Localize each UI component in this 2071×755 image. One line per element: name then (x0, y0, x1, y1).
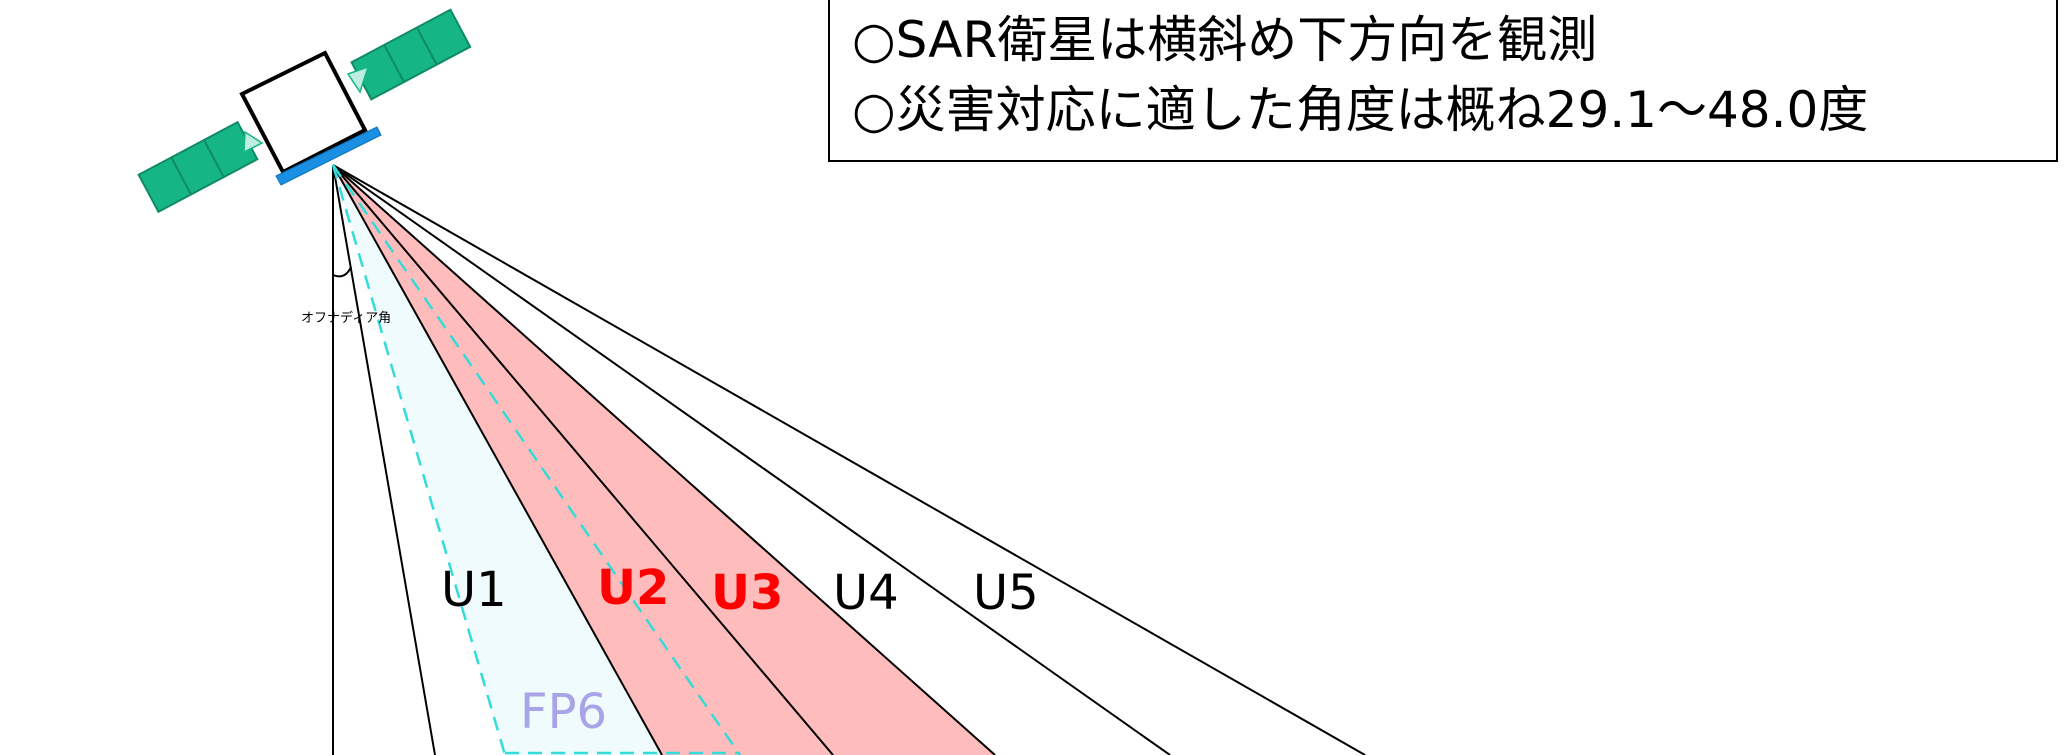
beam-boundaries (332, 164, 1366, 755)
beam-label-u4: U4 (833, 565, 899, 621)
beam-label-u5: U5 (973, 565, 1039, 621)
left-solar-panel-icon (137, 120, 259, 214)
off-nadir-angle-label: オフナディア角 (301, 310, 391, 326)
off-nadir-angle-arc (332, 266, 352, 278)
beam-boundary-4 (332, 164, 996, 755)
right-solar-panel-icon (350, 8, 472, 101)
note-line-suitable-angle: ○災害対応に適した角度は概ね29.1～48.0度 (852, 81, 1869, 139)
beam-label-u1: U1 (441, 562, 507, 618)
satellite-body (239, 50, 368, 175)
beam-label-u3: U3 (711, 565, 783, 621)
footprint-label-fp6: FP6 (520, 684, 607, 740)
satellite-icon (137, 8, 472, 214)
beam-boundary-3 (332, 164, 834, 755)
beam-boundary-6 (332, 164, 1366, 755)
beam-label-u2: U2 (597, 560, 669, 616)
fp6-dashed-outline (331, 164, 742, 755)
beam-boundary-2 (332, 164, 663, 755)
sar-antenna-icon (275, 126, 382, 186)
beam-boundary-1 (332, 164, 436, 755)
summary-note-box: ○SAR衛星は横斜め下方向を観測 ○災害対応に適した角度は概ね29.1～48.0… (828, 0, 2058, 162)
beam-boundary-5 (332, 164, 1171, 755)
note-line-observation-direction: ○SAR衛星は横斜め下方向を観測 (852, 11, 1598, 69)
